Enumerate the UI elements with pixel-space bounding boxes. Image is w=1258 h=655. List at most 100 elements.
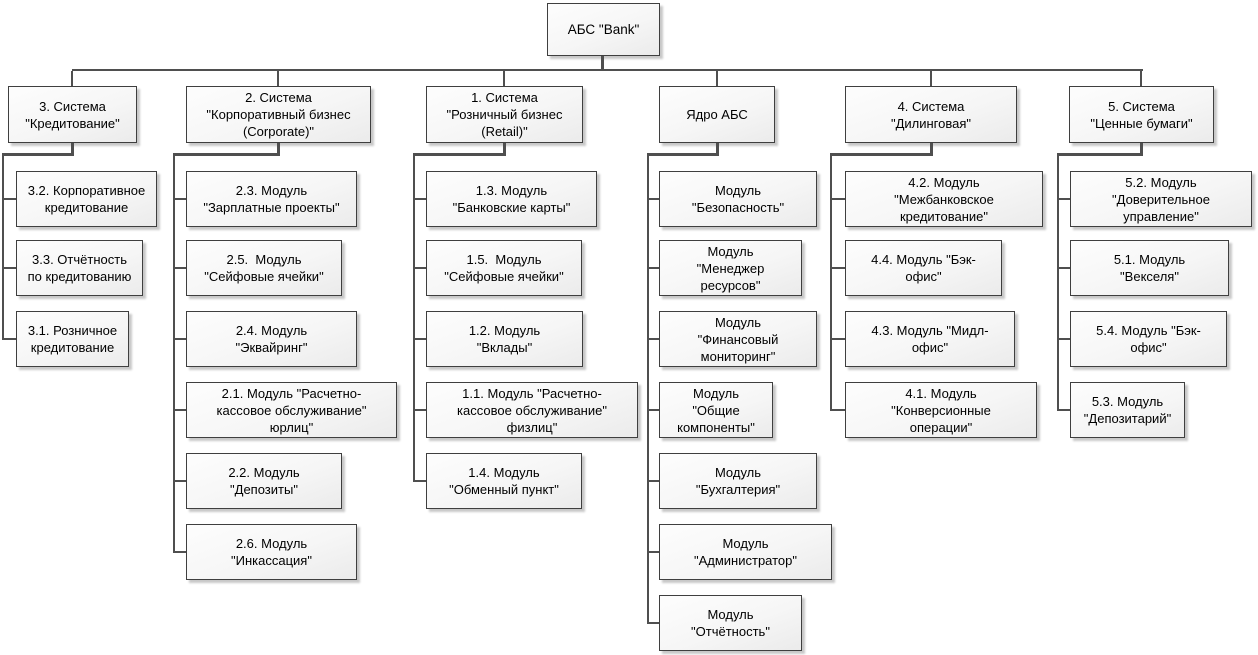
node-core-resource-manager-label: Модуль "Менеджер ресурсов" (696, 243, 765, 293)
connector-stub-core-resource-manager (647, 267, 659, 269)
connector-trunk-system-1-retail (413, 153, 415, 482)
connector-stub-3-1-retail-crediting (2, 338, 16, 340)
node-2-3-salary-projects: 2.3. Модуль "Зарплатные проекты" (186, 171, 357, 227)
node-2-5-safe-boxes: 2.5. Модуль "Сейфовые ячейки" (186, 240, 342, 296)
node-4-4-back-office-label: 4.4. Модуль "Бэк- офис" (871, 252, 976, 284)
connector-stub-2-3-salary-projects (173, 198, 186, 200)
connector-elbow-h-abs-core (647, 153, 719, 156)
connector-stub-5-3-depositary (1057, 409, 1070, 411)
connector-stub-2-5-safe-boxes (173, 267, 186, 269)
node-abs-core-label: Ядро АБС (686, 107, 748, 122)
node-1-2-deposits-label: 1.2. Модуль "Вклады" (468, 323, 541, 355)
node-5-2-trust-management-label: 5.2. Модуль "Доверительное управление" (1112, 174, 1210, 224)
connector-drop-system-5-securities (1140, 71, 1142, 86)
connector-stub-2-6-collection (173, 551, 186, 553)
connector-stub-2-2-deposits (173, 480, 186, 482)
connector-elbow-v-system-5-securities (1140, 143, 1143, 156)
node-core-reporting-label: Модуль "Отчётность" (691, 607, 770, 639)
node-2-1-cash-settlement-legal: 2.1. Модуль "Расчетно- кассовое обслужив… (186, 382, 397, 438)
node-core-administrator: Модуль "Администратор" (659, 524, 832, 580)
node-core-administrator-label: Модуль "Администратор" (693, 536, 798, 568)
node-1-3-bank-cards: 1.3. Модуль "Банковские карты" (426, 171, 597, 227)
connector-stub-5-1-promissory-notes (1057, 267, 1070, 269)
connector-stub-3-3-crediting-reports (2, 267, 16, 269)
node-system-1-retail-label: 1. Система "Розничный бизнес (Retail)" (446, 90, 563, 139)
connector-elbow-h-system-1-retail (413, 153, 506, 156)
node-1-5-safe-boxes-label: 1.5. Модуль "Сейфовые ячейки" (444, 252, 564, 284)
node-core-financial-monitoring: Модуль "Финансовый мониторинг" (659, 311, 817, 367)
node-2-2-deposits-label: 2.2. Модуль "Депозиты" (228, 465, 300, 497)
node-core-accounting-label: Модуль "Бухгалтерия" (695, 465, 781, 497)
connector-stub-1-4-exchange-office (413, 480, 426, 482)
connector-drop-abs-core (716, 71, 718, 86)
node-system-4-dealing: 4. Система "Дилинговая" (845, 86, 1017, 143)
connector-elbow-h-system-4-dealing (830, 153, 933, 156)
node-system-5-securities: 5. Система "Ценные бумаги" (1069, 86, 1214, 143)
node-5-2-trust-management: 5.2. Модуль "Доверительное управление" (1070, 171, 1252, 227)
connector-stub-core-common-components (647, 409, 659, 411)
node-4-2-interbank-crediting-label: 4.2. Модуль "Межбанковское кредитование" (894, 174, 994, 224)
connector-main-line (72, 69, 1143, 71)
connector-drop-system-3-crediting (71, 71, 73, 86)
node-5-4-back-office: 5.4. Модуль "Бэк- офис" (1070, 311, 1227, 367)
connector-elbow-v-system-2-corporate (277, 143, 280, 156)
node-1-5-safe-boxes: 1.5. Модуль "Сейфовые ячейки" (426, 240, 582, 296)
connector-stub-4-3-middle-office (830, 338, 845, 340)
connector-elbow-h-system-2-corporate (173, 153, 280, 156)
connector-stub-core-accounting (647, 480, 659, 482)
node-core-security-label: Модуль "Безопасность" (691, 183, 785, 215)
node-system-2-corporate: 2. Система "Корпоративный бизнес (Corpor… (186, 86, 371, 143)
node-2-1-cash-settlement-legal-label: 2.1. Модуль "Расчетно- кассовое обслужив… (216, 385, 367, 435)
connector-stub-4-2-interbank-crediting (830, 198, 845, 200)
node-5-1-promissory-notes: 5.1. Модуль "Векселя" (1070, 240, 1229, 296)
node-2-6-collection-label: 2.6. Модуль "Инкассация" (231, 536, 312, 568)
node-1-1-cash-settlement-individuals-label: 1.1. Модуль "Расчетно- кассовое обслужив… (457, 385, 607, 435)
connector-stub-1-2-deposits (413, 338, 426, 340)
node-2-4-acquiring-label: 2.4. Модуль "Эквайринг" (235, 323, 308, 355)
node-1-2-deposits: 1.2. Модуль "Вклады" (426, 311, 583, 367)
node-1-3-bank-cards-label: 1.3. Модуль "Банковские карты" (452, 183, 571, 215)
connector-elbow-v-system-4-dealing (930, 143, 933, 156)
node-system-1-retail: 1. Система "Розничный бизнес (Retail)" (426, 86, 583, 143)
node-3-3-crediting-reports-label: 3.3. Отчётность по кредитованию (27, 252, 132, 284)
node-5-4-back-office-label: 5.4. Модуль "Бэк- офис" (1096, 323, 1201, 355)
connector-stub-1-5-safe-boxes (413, 267, 426, 269)
node-3-2-corporate-crediting-label: 3.2. Корпоративное кредитование (27, 183, 146, 215)
node-2-2-deposits: 2.2. Модуль "Депозиты" (186, 453, 342, 509)
connector-stub-2-1-cash-settlement-legal (173, 409, 186, 411)
connector-stub-core-administrator (647, 551, 659, 553)
connector-elbow-h-system-5-securities (1057, 153, 1143, 156)
node-core-financial-monitoring-label: Модуль "Финансовый мониторинг" (697, 314, 779, 364)
connector-stub-5-4-back-office (1057, 338, 1070, 340)
connector-elbow-v-system-1-retail (503, 143, 506, 156)
connector-trunk-system-2-corporate (173, 153, 175, 553)
node-3-2-corporate-crediting: 3.2. Корпоративное кредитование (16, 171, 157, 227)
node-system-4-dealing-label: 4. Система "Дилинговая" (890, 98, 972, 131)
connector-stub-2-4-acquiring (173, 338, 186, 340)
node-5-1-promissory-notes-label: 5.1. Модуль "Векселя" (1113, 252, 1186, 284)
node-5-3-depositary-label: 5.3. Модуль "Депозитарий" (1083, 394, 1172, 426)
connector-elbow-h-system-3-crediting (2, 153, 74, 156)
node-1-4-exchange-office-label: 1.4. Модуль "Обменный пункт" (449, 465, 559, 497)
connector-stub-1-1-cash-settlement-individuals (413, 409, 426, 411)
connector-drop-system-1-retail (503, 71, 505, 86)
connector-trunk-system-4-dealing (830, 153, 832, 411)
connector-elbow-v-abs-core (716, 143, 719, 156)
node-4-3-middle-office: 4.3. Модуль "Мидл- офис" (845, 311, 1015, 367)
node-4-1-conversion-operations-label: 4.1. Модуль "Конверсионные операции" (891, 385, 991, 435)
connector-trunk-system-3-crediting (2, 153, 4, 340)
node-2-5-safe-boxes-label: 2.5. Модуль "Сейфовые ячейки" (204, 252, 324, 284)
connector-stub-3-2-corporate-crediting (2, 198, 16, 200)
node-2-3-salary-projects-label: 2.3. Модуль "Зарплатные проекты" (203, 183, 340, 215)
node-core-reporting: Модуль "Отчётность" (659, 595, 802, 651)
connector-stub-core-security (647, 198, 659, 200)
node-core-security: Модуль "Безопасность" (659, 171, 817, 227)
connector-drop-system-2-corporate (277, 71, 279, 86)
node-3-1-retail-crediting-label: 3.1. Розничное кредитование (27, 323, 118, 355)
connector-trunk-abs-core (647, 153, 649, 624)
node-4-1-conversion-operations: 4.1. Модуль "Конверсионные операции" (845, 382, 1037, 438)
connector-stub-4-1-conversion-operations (830, 409, 845, 411)
node-5-3-depositary: 5.3. Модуль "Депозитарий" (1070, 382, 1185, 438)
node-system-5-securities-label: 5. Система "Ценные бумаги" (1090, 98, 1193, 131)
connector-stub-4-4-back-office (830, 267, 845, 269)
